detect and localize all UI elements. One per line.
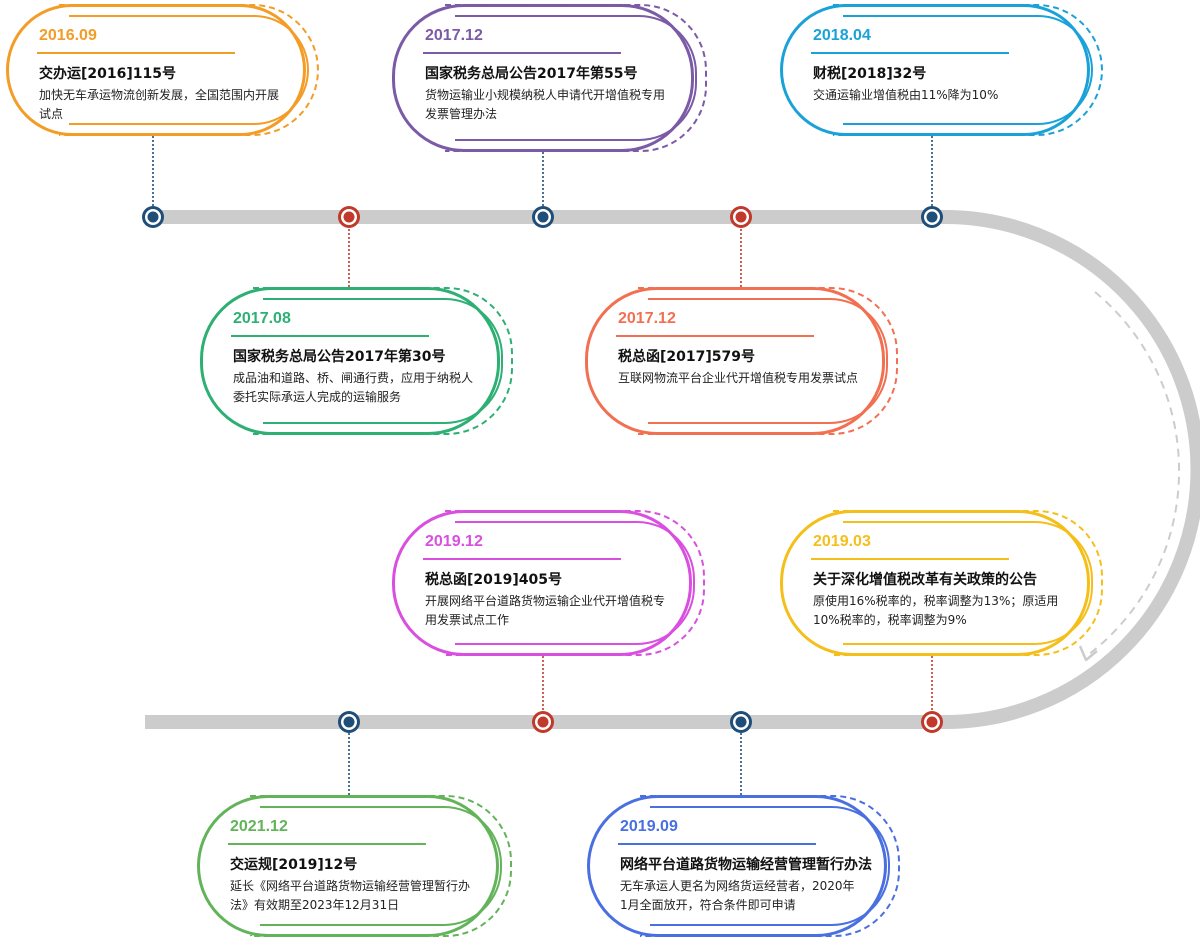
date-underline bbox=[811, 52, 1009, 54]
date-underline bbox=[811, 558, 1009, 560]
event-date: 2017.12 bbox=[618, 310, 676, 327]
event-date: 2018.04 bbox=[813, 27, 871, 44]
node-center-dot bbox=[147, 211, 159, 223]
date-underline bbox=[618, 843, 816, 845]
event-date: 2016.09 bbox=[39, 27, 97, 44]
event-date: 2021.12 bbox=[230, 818, 288, 835]
event-card-2019-12[interactable]: 2019.12 税总函[2019]405号开展网络平台道路货物运输企业代开增值税专… bbox=[392, 510, 705, 656]
date-underline bbox=[423, 558, 621, 560]
timeline-node[interactable] bbox=[921, 711, 943, 733]
event-description: 互联网物流平台企业代开增值税专用发票试点 bbox=[618, 371, 859, 385]
event-description: 货物运输业小规模纳税人申请代开增值税专用发票管理办法 bbox=[425, 88, 666, 121]
event-date: 2019.12 bbox=[425, 533, 483, 550]
event-card-2016-09[interactable]: 2016.09 交办运[2016]115号加快无车承运物流创新发展，全国范围内开展… bbox=[6, 4, 319, 136]
event-description: 交通运输业增值税由11%降为10% bbox=[813, 88, 999, 102]
node-center-dot bbox=[343, 716, 355, 728]
event-title: 国家税务总局公告2017年第55号 bbox=[425, 66, 638, 82]
direction-arrow-path bbox=[1087, 291, 1181, 656]
event-card-2017-08[interactable]: 2017.08 国家税务总局公告2017年第30号成品油和道路、桥、闸通行费，应用… bbox=[200, 287, 513, 435]
timeline-node[interactable] bbox=[730, 206, 752, 228]
event-card-2019-09[interactable]: 2019.09 网络平台道路货物运输经营管理暂行办法无车承运人更名为网络货运经营者… bbox=[587, 795, 900, 937]
event-date: 2017.12 bbox=[425, 27, 483, 44]
timeline-node[interactable] bbox=[532, 206, 554, 228]
event-title: 网络平台道路货物运输经营管理暂行办法 bbox=[620, 857, 872, 873]
event-date: 2019.03 bbox=[813, 533, 871, 550]
node-center-dot bbox=[735, 211, 747, 223]
event-description: 延长《网络平台道路货物运输经营管理暂行办法》有效期至2023年12月31日 bbox=[230, 879, 471, 912]
event-description: 原使用16%税率的，税率调整为13%；原适用10%税率的，税率调整为9% bbox=[813, 594, 1059, 627]
event-card-2019-03[interactable]: 2019.03 关于深化增值税改革有关政策的公告原使用16%税率的，税率调整为13… bbox=[780, 510, 1103, 656]
event-title: 交办运[2016]115号 bbox=[39, 66, 176, 82]
event-description: 开展网络平台道路货物运输企业代开增值税专用发票试点工作 bbox=[425, 594, 666, 627]
timeline-node[interactable] bbox=[532, 711, 554, 733]
timeline-node[interactable] bbox=[921, 206, 943, 228]
event-description: 加快无车承运物流创新发展，全国范围内开展试点 bbox=[39, 88, 280, 121]
event-title: 国家税务总局公告2017年第30号 bbox=[233, 349, 446, 365]
date-underline bbox=[423, 52, 621, 54]
event-title: 财税[2018]32号 bbox=[813, 66, 927, 82]
date-underline bbox=[37, 52, 235, 54]
date-underline bbox=[228, 843, 426, 845]
node-center-dot bbox=[537, 211, 549, 223]
event-card-2017-12[interactable]: 2017.12 税总函[2017]579号互联网物流平台企业代开增值税专用发票试点 bbox=[585, 287, 898, 435]
node-center-dot bbox=[926, 716, 938, 728]
date-underline bbox=[231, 335, 429, 337]
event-date: 2019.09 bbox=[620, 818, 678, 835]
event-description: 成品油和道路、桥、闸通行费，应用于纳税人委托实际承运人完成的运输服务 bbox=[233, 371, 474, 404]
node-center-dot bbox=[735, 716, 747, 728]
event-title: 关于深化增值税改革有关政策的公告 bbox=[813, 572, 1037, 588]
timeline-track bbox=[145, 210, 1200, 729]
timeline-node[interactable] bbox=[142, 206, 164, 228]
timeline-node[interactable] bbox=[338, 206, 360, 228]
event-title: 税总函[2019]405号 bbox=[425, 572, 562, 588]
timeline-node[interactable] bbox=[730, 711, 752, 733]
date-underline bbox=[616, 335, 814, 337]
event-card-2021-12[interactable]: 2021.12 交运规[2019]12号延长《网络平台道路货物运输经营管理暂行办法… bbox=[197, 795, 512, 937]
event-title: 交运规[2019]12号 bbox=[230, 857, 358, 873]
node-center-dot bbox=[343, 211, 355, 223]
event-card-2017-12[interactable]: 2017.12 国家税务总局公告2017年第55号货物运输业小规模纳税人申请代开增… bbox=[392, 4, 707, 152]
event-card-2018-04[interactable]: 2018.04 财税[2018]32号交通运输业增值税由11%降为10% bbox=[780, 4, 1103, 136]
event-date: 2017.08 bbox=[233, 310, 291, 327]
node-center-dot bbox=[537, 716, 549, 728]
arrow-head-icon bbox=[1078, 645, 1098, 662]
node-center-dot bbox=[926, 211, 938, 223]
timeline-node[interactable] bbox=[338, 711, 360, 733]
event-title: 税总函[2017]579号 bbox=[618, 349, 755, 365]
event-description: 无车承运人更名为网络货运经营者，2020年1月全面放开，符合条件即可申请 bbox=[620, 879, 855, 912]
